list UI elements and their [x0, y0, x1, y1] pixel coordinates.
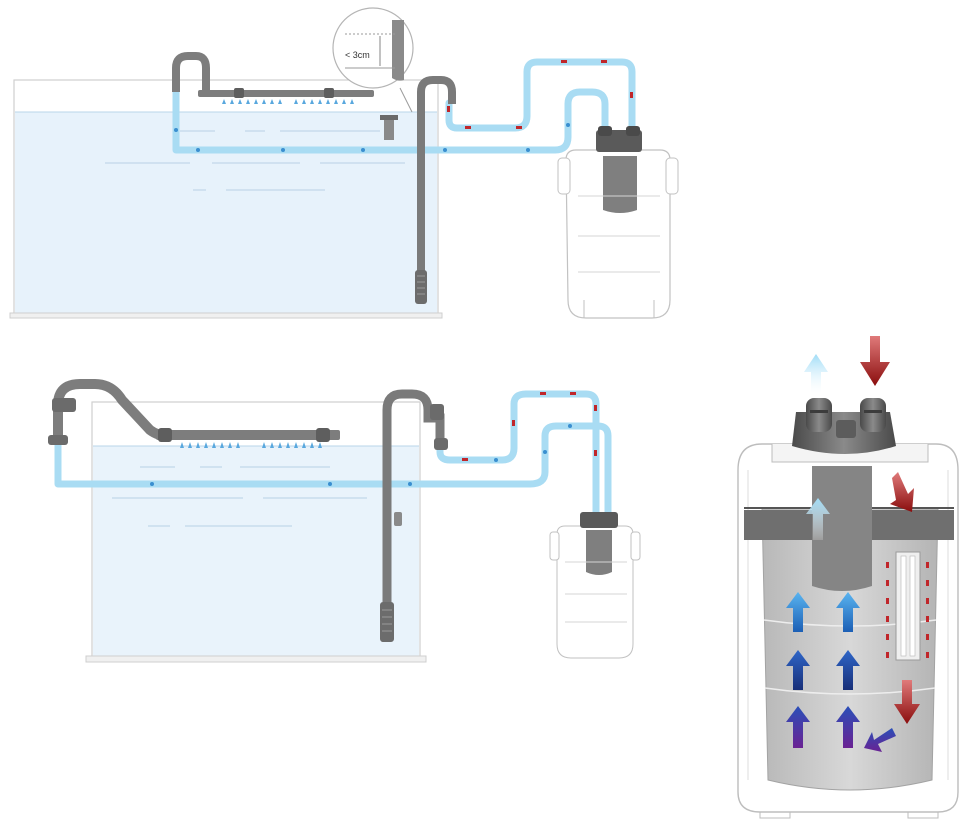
- canister-top: [557, 126, 679, 319]
- valve-block: [792, 398, 896, 454]
- intake-pipe-top: [380, 76, 456, 304]
- aquarium-top: [9, 79, 443, 319]
- distance-callout: < 3cm: [332, 7, 414, 113]
- bottom-setup: [48, 379, 641, 663]
- light-blue-up-arrow-icon: [806, 498, 830, 540]
- hose-flow-markers-bottom: [150, 392, 597, 486]
- blue-up-arrow-icon: [786, 592, 860, 632]
- canister-bottom: [549, 512, 641, 659]
- purple-arrow-icon: [786, 706, 896, 752]
- red-down-arrow-icon: [860, 336, 890, 386]
- top-setup: < 3cm: [9, 7, 679, 319]
- red-down-arrow-icon: [890, 472, 914, 512]
- spray-bar-bottom: [48, 379, 340, 448]
- outflow-hose-top: [172, 58, 636, 154]
- uv-lamp: [895, 551, 921, 661]
- red-down-arrow-icon: [894, 680, 920, 724]
- distance-label: < 3cm: [345, 50, 370, 60]
- aquarium-bottom: [85, 401, 427, 663]
- spray-bar-top: [172, 52, 374, 104]
- canister-cross-section: [737, 336, 959, 819]
- blue-up-arrow-icon: [786, 650, 860, 690]
- intake-pipe-bottom: [380, 389, 448, 642]
- light-blue-up-arrow-icon: [804, 354, 828, 394]
- hose-flow-markers-top: [174, 60, 633, 152]
